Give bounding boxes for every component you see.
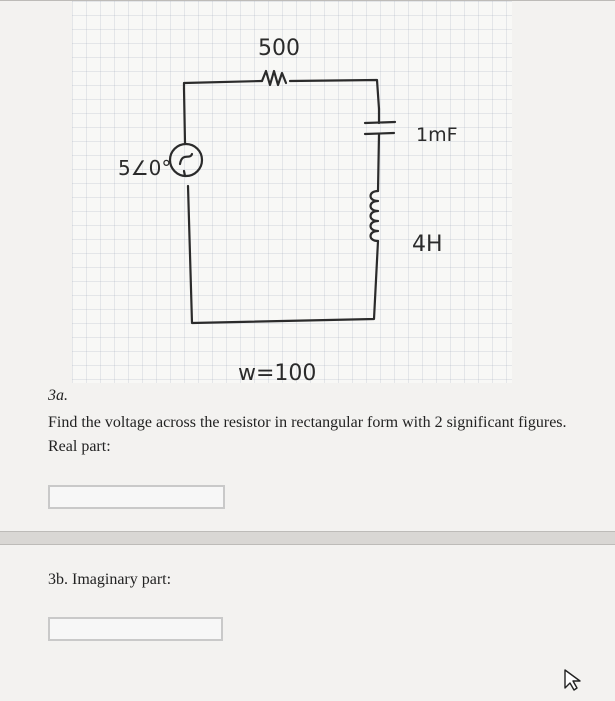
capacitor-label: 1mF [416,124,458,146]
imaginary-part-label: 3b. Imaginary part: [48,571,172,588]
inductor-symbol [369,189,380,243]
question-card-3a: 500 5∠0° 1mF 4H w=100 3a. Find the volta… [0,0,615,532]
circuit-diagram: 500 5∠0° 1mF 4H w=100 [118,36,458,383]
resistor-label: 500 [258,36,300,61]
imaginary-part-input[interactable] [48,617,223,641]
real-part-input[interactable] [48,485,225,509]
question-number: 3a. [48,387,68,404]
ac-source-symbol [168,142,204,178]
mouse-pointer-icon [564,669,581,691]
question-prompt: Find the voltage across the resistor in … [48,414,567,431]
resistor-symbol [260,69,288,87]
circuit-photo: 500 5∠0° 1mF 4H w=100 [72,1,512,383]
inductor-label: 4H [412,232,443,257]
question-card-3b: 3b. Imaginary part: [0,544,615,701]
source-label: 5∠0° [118,156,171,180]
omega-label: w=100 [238,361,316,383]
real-part-label: Real part: [48,438,111,455]
